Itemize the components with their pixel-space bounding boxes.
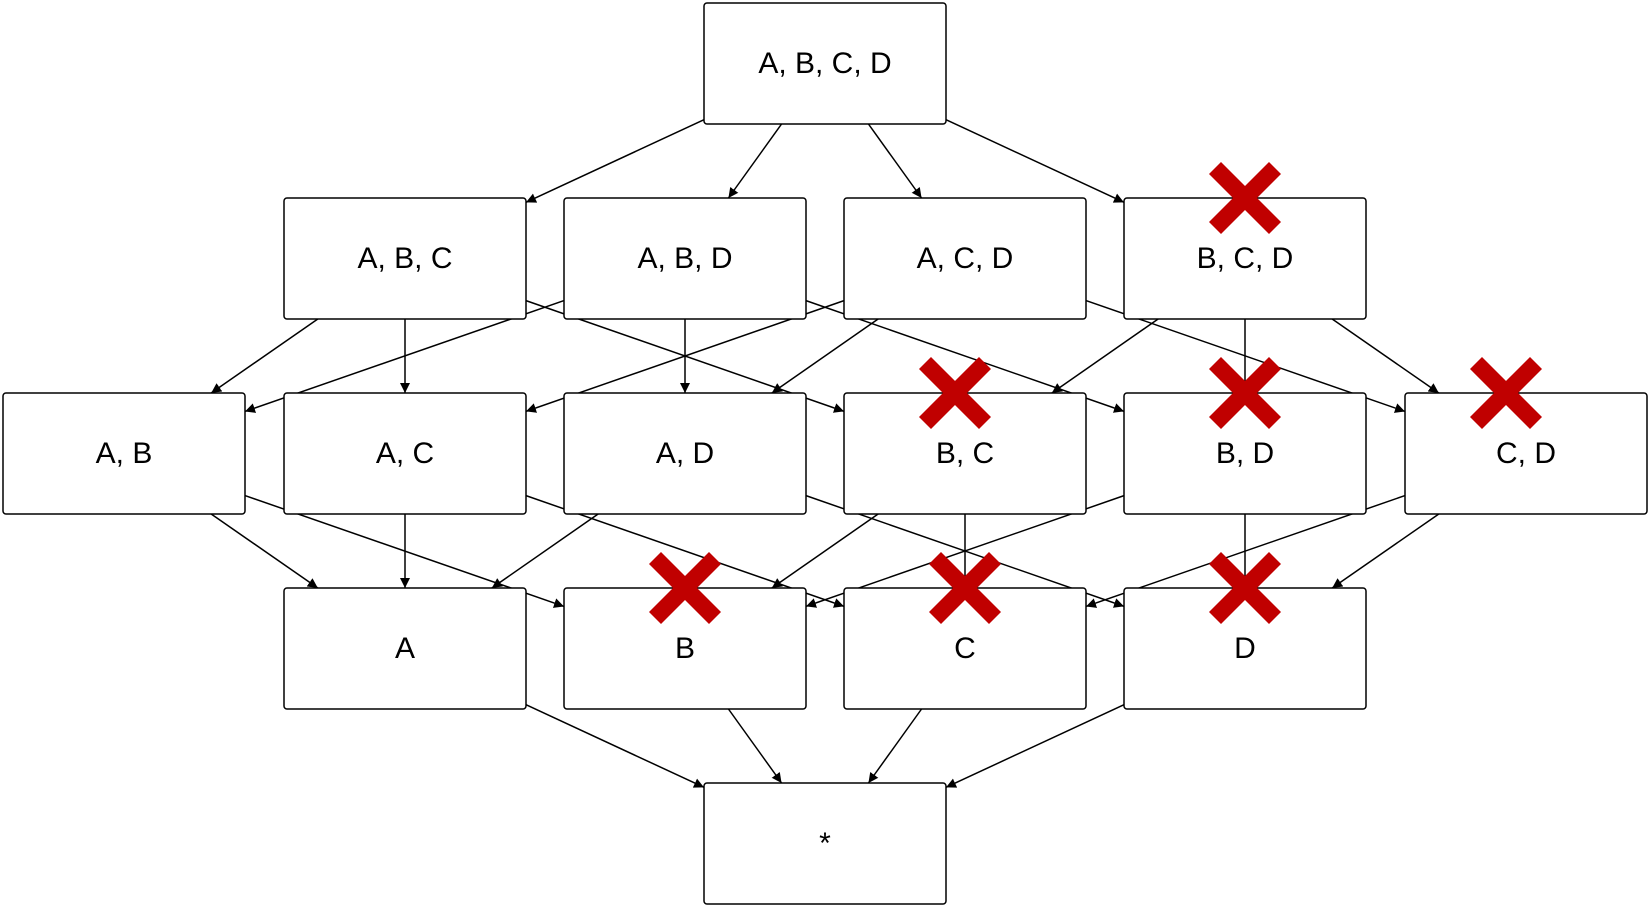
x-stroke xyxy=(918,356,992,430)
x-stroke xyxy=(928,551,1002,625)
node-label: A, B xyxy=(96,437,153,470)
node-label: D xyxy=(1234,632,1256,665)
pruned-x-icon-bcd xyxy=(1208,161,1282,235)
x-stroke xyxy=(1208,161,1282,235)
node-ad: A, D xyxy=(563,392,807,515)
pruned-x-icon-b xyxy=(648,551,722,625)
node-label: A, B, C xyxy=(357,242,452,275)
edge-abcd-to-abc xyxy=(525,118,705,204)
pruned-x-icon-d xyxy=(1208,551,1282,625)
node-bd: B, D xyxy=(1123,392,1367,515)
x-stroke xyxy=(648,551,722,625)
node-a: A xyxy=(283,587,527,710)
node-ac: A, C xyxy=(283,392,527,515)
node-bcd: B, C, D xyxy=(1123,197,1367,320)
node-c: C xyxy=(843,587,1087,710)
node-label: B, C xyxy=(936,437,994,470)
node-label: * xyxy=(819,827,831,860)
node-box xyxy=(703,782,947,905)
edge-bcd-to-bc xyxy=(1051,318,1159,394)
node-box xyxy=(843,197,1087,320)
pruned-x-icon-cd xyxy=(1469,356,1543,430)
node-label: C xyxy=(954,632,976,665)
pruned-x-icon-bd xyxy=(1208,356,1282,430)
node-label: A, B, D xyxy=(637,242,732,275)
node-label: C, D xyxy=(1496,437,1556,470)
node-label: A, B, C, D xyxy=(758,47,891,80)
node-label: A xyxy=(395,632,415,665)
edge-b-to-empty xyxy=(727,708,783,784)
x-stroke xyxy=(1469,356,1543,430)
edge-cd-to-d xyxy=(1331,513,1440,589)
x-stroke xyxy=(1208,551,1282,625)
node-abcd: A, B, C, D xyxy=(703,2,947,125)
pruned-marks-layer xyxy=(648,161,1543,625)
node-box xyxy=(1404,392,1648,515)
node-label: A, D xyxy=(656,437,714,470)
node-box xyxy=(703,2,947,125)
node-ab: A, B xyxy=(2,392,246,515)
node-box xyxy=(283,587,527,710)
pruned-x-icon-c xyxy=(928,551,1002,625)
edge-abcd-to-bcd xyxy=(945,118,1125,204)
node-box xyxy=(2,392,246,515)
node-abd: A, B, D xyxy=(563,197,807,320)
edge-ad-to-a xyxy=(491,513,599,589)
edge-bcd-to-cd xyxy=(1331,318,1440,394)
node-abc: A, B, C xyxy=(283,197,527,320)
node-d: D xyxy=(1123,587,1367,710)
x-stroke xyxy=(1208,356,1282,430)
edge-abcd-to-abd xyxy=(727,123,783,199)
edge-d-to-empty xyxy=(945,703,1125,789)
node-box xyxy=(563,392,807,515)
node-label: A, C, D xyxy=(917,242,1014,275)
edge-acd-to-ad xyxy=(771,318,879,394)
node-label: A, C xyxy=(376,437,434,470)
edge-c-to-empty xyxy=(867,708,923,784)
edge-ab-to-a xyxy=(210,513,319,589)
node-box xyxy=(563,197,807,320)
node-b: B xyxy=(563,587,807,710)
edge-bc-to-b xyxy=(771,513,879,589)
edge-a-to-empty xyxy=(525,703,705,789)
node-label: B, D xyxy=(1216,437,1274,470)
node-box xyxy=(283,197,527,320)
edge-abcd-to-acd xyxy=(867,123,923,199)
pruned-x-icon-bc xyxy=(918,356,992,430)
node-label: B, C, D xyxy=(1197,242,1294,275)
edge-abc-to-ab xyxy=(210,318,319,394)
node-label: B xyxy=(675,632,695,665)
node-bc: B, C xyxy=(843,392,1087,515)
node-acd: A, C, D xyxy=(843,197,1087,320)
node-box xyxy=(283,392,527,515)
node-empty: * xyxy=(703,782,947,905)
node-cd: C, D xyxy=(1404,392,1648,515)
